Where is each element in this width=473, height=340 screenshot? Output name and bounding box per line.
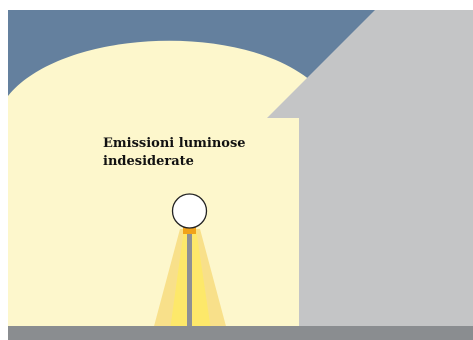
house-wall	[299, 118, 473, 330]
diagram-caption: Emissioni luminose indesiderate	[103, 135, 273, 171]
lamp-globe	[173, 194, 207, 228]
lamp-pole	[187, 231, 192, 330]
ground	[8, 326, 473, 340]
